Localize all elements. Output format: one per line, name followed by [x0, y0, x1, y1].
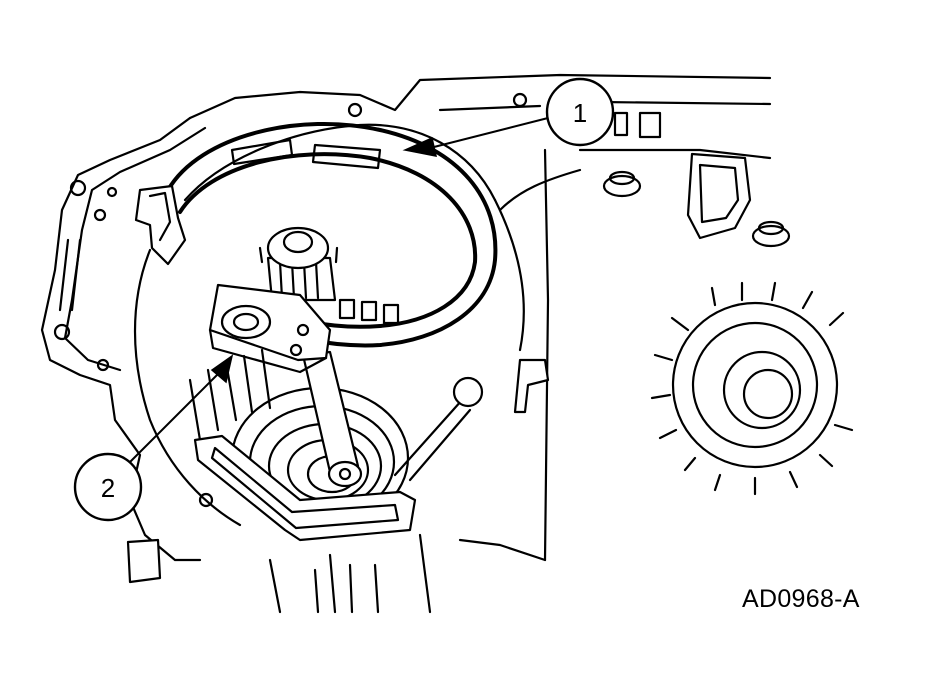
right-case-details [513, 111, 854, 496]
callout-1: 1 [402, 77, 615, 157]
band [134, 122, 498, 348]
band-anchor-end [208, 283, 332, 374]
figure-id: AD0968-A [742, 585, 860, 613]
callout-2-number: 2 [101, 473, 115, 503]
lower-channel [193, 434, 417, 542]
callout-1-arrowhead [402, 136, 437, 157]
callout-2-arrowhead [210, 354, 234, 384]
callout-1-circle [545, 77, 615, 147]
transmission-case [40, 73, 772, 614]
callout-1-number: 1 [573, 98, 587, 128]
callout-2-circle [73, 452, 143, 522]
internal-assembly [188, 226, 484, 530]
callout-2: 2 [73, 354, 234, 522]
